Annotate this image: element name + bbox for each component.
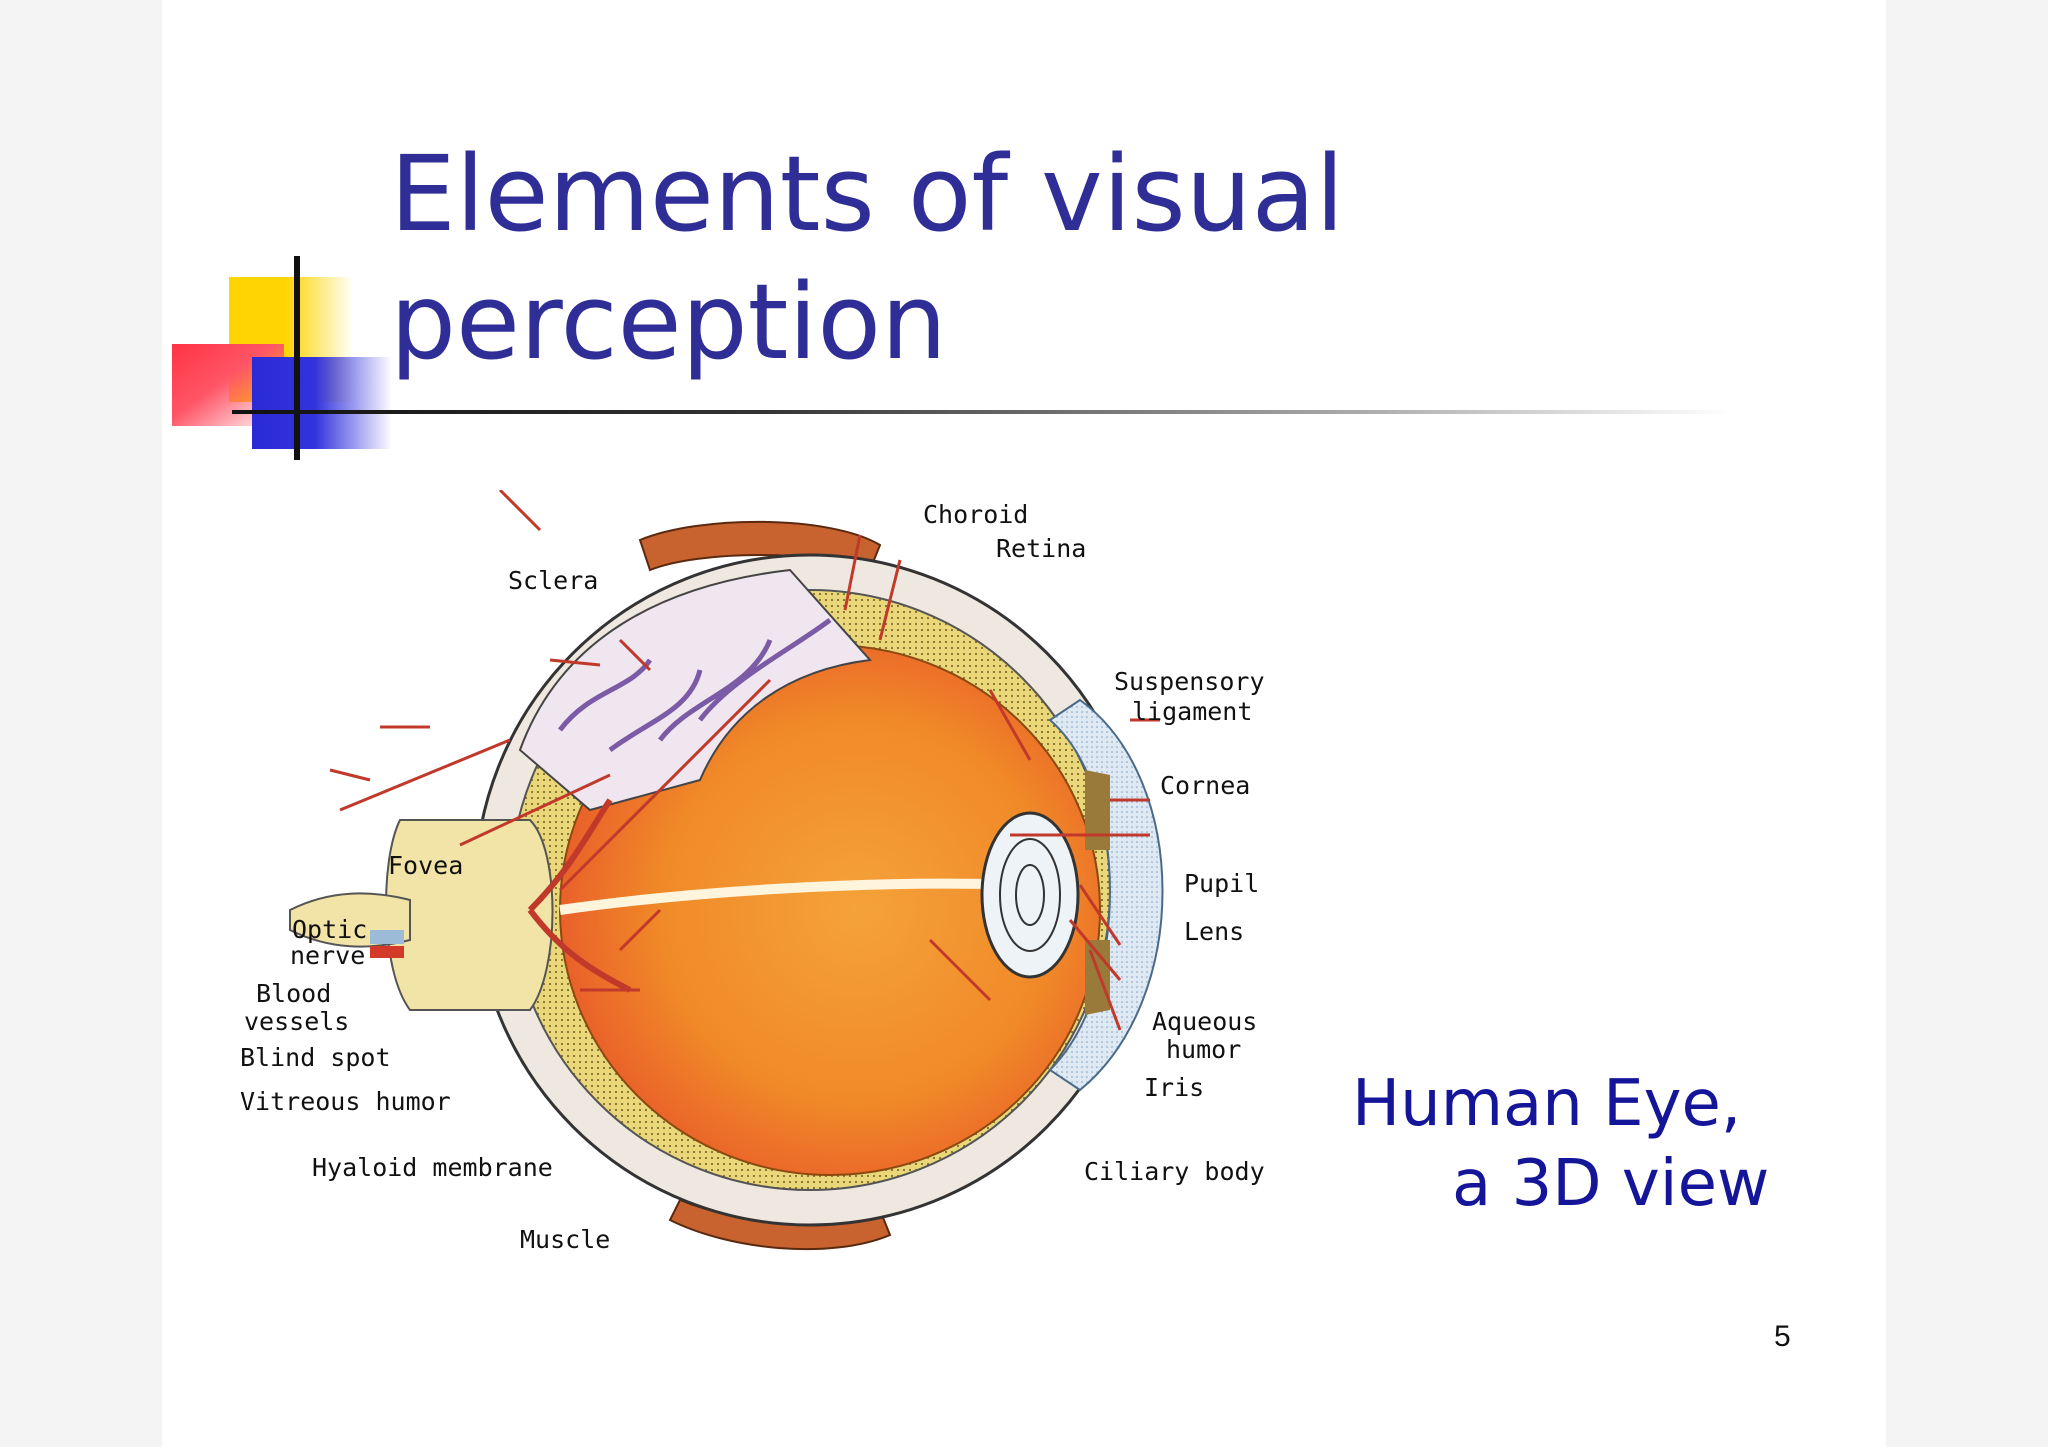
label-lens: Lens — [1184, 918, 1244, 946]
lens — [982, 813, 1078, 977]
label-ciliary: Ciliary body — [1084, 1158, 1265, 1186]
page-number: 5 — [1774, 1320, 1791, 1354]
label-cornea: Cornea — [1160, 772, 1250, 800]
label-optic-2: nerve — [290, 942, 365, 970]
label-suspensory-1: Suspensory — [1114, 668, 1265, 696]
blood-vessel-red — [370, 946, 404, 958]
label-suspensory-2: ligament — [1132, 698, 1252, 726]
label-iris: Iris — [1144, 1074, 1204, 1102]
label-blind-spot: Blind spot — [240, 1044, 391, 1072]
slide-title: Elements of visual perception — [390, 130, 1490, 386]
label-fovea: Fovea — [388, 852, 463, 880]
label-aqueous-1: Aqueous — [1152, 1008, 1257, 1036]
slide-title-line1: Elements of visual — [390, 133, 1344, 255]
label-vitreous: Vitreous humor — [240, 1088, 451, 1116]
label-sclera: Sclera — [508, 567, 598, 595]
label-blood-2: vessels — [244, 1008, 349, 1036]
slide-title-line2: perception — [390, 261, 947, 383]
label-choroid: Choroid — [923, 501, 1028, 529]
decor-vertical-line — [294, 256, 300, 460]
caption-line1: Human Eye, — [1352, 1066, 1741, 1142]
optic-nerve — [386, 820, 552, 1010]
blood-vessel-blue — [370, 930, 404, 944]
label-retina: Retina — [996, 535, 1086, 563]
label-pupil: Pupil — [1184, 870, 1259, 898]
title-underline — [232, 410, 1732, 414]
caption-line2: a 3D view — [1452, 1146, 1769, 1222]
decor-blue-square — [252, 357, 392, 449]
label-optic-1: Optic — [292, 916, 367, 944]
eye-diagram: Choroid Retina Sclera Suspensory ligamen… — [230, 490, 1330, 1290]
label-muscle: Muscle — [520, 1226, 610, 1254]
label-blood-1: Blood — [256, 980, 331, 1008]
label-aqueous-2: humor — [1166, 1036, 1241, 1064]
label-hyaloid: Hyaloid membrane — [312, 1154, 553, 1182]
